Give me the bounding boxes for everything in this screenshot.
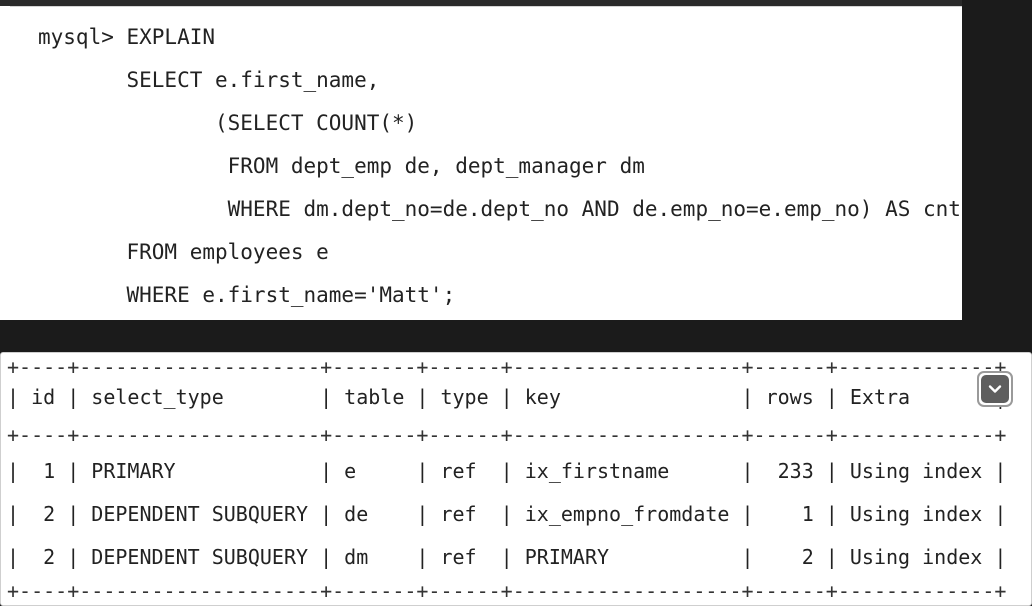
- table-row: | 1 | PRIMARY | e | ref | ix_firstname |…: [7, 459, 1007, 483]
- divider: [10, 6, 962, 7]
- code-line: FROM employees e: [38, 240, 329, 264]
- result-table-text: +----+--------------------+-------+-----…: [7, 353, 1006, 603]
- table-border: +----+--------------------+-------+-----…: [7, 355, 1007, 379]
- table-row: | 2 | DEPENDENT SUBQUERY | de | ref | ix…: [7, 502, 1007, 526]
- code-line: (SELECT COUNT(*): [38, 111, 418, 135]
- code-line: WHERE dm.dept_no=de.dept_no AND de.emp_n…: [38, 197, 961, 221]
- code-line: mysql> EXPLAIN: [38, 25, 216, 49]
- expand-button-fill: [981, 375, 1009, 403]
- table-border: +----+--------------------+-------+-----…: [7, 579, 1007, 603]
- table-row: | 2 | DEPENDENT SUBQUERY | dm | ref | PR…: [7, 545, 1007, 569]
- code-line: FROM dept_emp de, dept_manager dm: [38, 154, 645, 178]
- query-code-block: mysql> EXPLAIN SELECT e.first_name, (SEL…: [0, 0, 962, 320]
- code-line: SELECT e.first_name,: [38, 68, 380, 92]
- chevron-down-icon: [988, 385, 1002, 393]
- table-border: +----+--------------------+-------+-----…: [7, 423, 1007, 447]
- expand-button[interactable]: [977, 371, 1013, 407]
- code-line: WHERE e.first_name='Matt';: [38, 283, 456, 307]
- explain-result-table: +----+--------------------+-------+-----…: [0, 352, 1032, 606]
- table-header: | id | select_type | table | type | key …: [7, 385, 1007, 409]
